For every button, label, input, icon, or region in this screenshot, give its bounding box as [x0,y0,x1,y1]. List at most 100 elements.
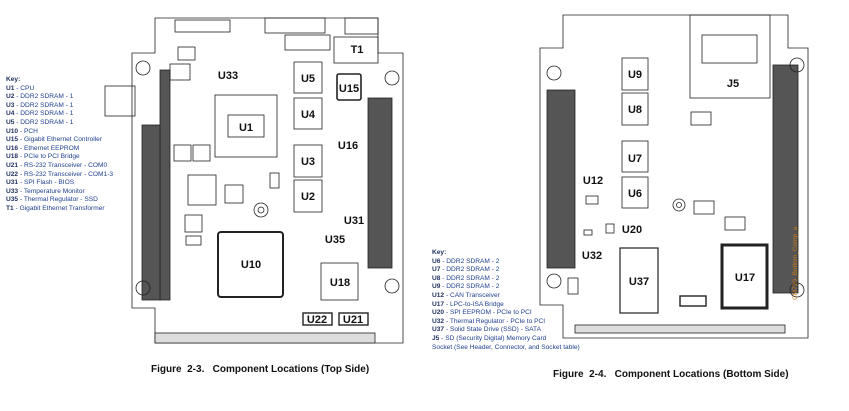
component-label-u15: U15 [339,83,359,95]
key-ref: J5 [432,334,440,342]
key-item: U9 - DDR2 SDRAM - 2 [432,283,580,292]
component-label-u2: U2 [301,191,315,203]
key-ref: U9 [432,283,441,291]
figure-2-4-caption: Figure 2-4. Component Locations (Bottom … [553,369,789,380]
component-label-u21: U21 [343,314,363,326]
key-item: U35 - Thermal Regulator - SSD [6,196,113,205]
key-ref: U8 [432,274,441,282]
bottom-side-drawing-id: CM720_Bottom_Comp_a [792,226,799,300]
component-label-u4: U4 [301,109,316,121]
key-desc: - PCIe to PCI Bridge [18,153,80,161]
key-desc: - Thermal Regulator - PCIe to PCI [444,317,546,325]
key-ref: U31 [6,179,19,187]
key-item: U5 - DDR2 SDRAM - 1 [6,119,113,128]
key-desc: - DDR2 SDRAM - 2 [440,266,500,274]
key-item: U17 - LPC-to-ISA Bridge [432,301,580,310]
key-item: U31 - SPI Flash - BIOS [6,179,113,188]
top-side-board [104,17,404,344]
key-ref: U21 [6,161,19,169]
key-desc: - DDR2 SDRAM - 1 [14,101,74,109]
key-item: U2 - DDR2 SDRAM - 1 [6,93,113,102]
key-item: T1 - Gigabit Ethernet Transformer [6,205,113,214]
key-ref: U17 [432,300,445,308]
key-ref: T1 [6,204,14,212]
key-desc: - DDR2 SDRAM - 2 [440,283,500,291]
key-ref: U22 [6,170,19,178]
key-desc: - DDR2 SDRAM - 2 [440,274,500,282]
key-desc: - RS-232 Transceiver - COM0 [18,161,108,169]
key-ref: U10 [6,127,19,135]
key-ref: U6 [432,257,441,265]
key-ref: U20 [432,309,445,317]
key-desc: - LPC-to-ISA Bridge [444,300,504,308]
key-desc: - DDR2 SDRAM - 1 [14,93,74,101]
key-item: U8 - DDR2 SDRAM - 2 [432,275,580,284]
key-ref: U3 [6,101,15,109]
component-label-u33: U33 [218,70,238,82]
key-desc: - CPU [14,84,35,92]
key-item: U37 - Solid State Drive (SSD) - SATA [432,326,580,335]
key-desc: - Ethernet EEPROM [18,144,80,152]
key-ref: U32 [432,317,445,325]
component-label-u1: U1 [239,122,253,134]
key-desc: - SPI Flash - BIOS [18,179,75,187]
key-desc: - Gigabit Ethernet Transformer [13,204,105,212]
component-label-u22: U22 [307,314,327,326]
key-item: U3 - DDR2 SDRAM - 1 [6,102,113,111]
component-label-j5: J5 [727,78,739,90]
key-desc: - Solid State Drive (SSD) - SATA [444,326,541,334]
key-item: U21 - RS-232 Transceiver - COM0 [6,162,113,171]
component-label-u37: U37 [629,276,649,288]
key-item: U1 - CPU [6,85,113,94]
key-ref: U1 [6,84,15,92]
component-label-u20: U20 [622,224,642,236]
component-label-t1: T1 [351,44,364,56]
key-desc: - PCH [18,127,38,135]
key-desc: - DDR2 SDRAM - 1 [14,118,74,126]
key-item: U7 - DDR2 SDRAM - 2 [432,266,580,275]
key-ref: U2 [6,93,15,101]
key-desc: - SPI EEPROM - PCIe to PCI [444,309,532,317]
component-label-u7: U7 [628,153,642,165]
key-desc: - DDR2 SDRAM - 1 [14,110,74,118]
component-label-u35: U35 [325,234,345,246]
key-ref: U4 [6,110,15,118]
key-item: U4 - DDR2 SDRAM - 1 [6,110,113,119]
key-item: U15 - Gigabit Ethernet Controller [6,136,113,145]
key-ref: U35 [6,196,19,204]
key-desc: - RS-232 Transceiver - COM1-3 [18,170,114,178]
component-label-u8: U8 [628,104,642,116]
key-ref: U7 [432,266,441,274]
key-item: J5 - SD (Security Digital) Memory Card [432,335,580,344]
key-item: U16 - Ethernet EEPROM [6,145,113,154]
bottom-side-board [539,14,809,339]
component-label-u18: U18 [330,277,350,289]
component-label-u32: U32 [582,250,602,262]
key-item: U20 - SPI EEPROM - PCIe to PCI [432,309,580,318]
key-item: U32 - Thermal Regulator - PCIe to PCI [432,318,580,327]
component-label-u31: U31 [344,215,364,227]
key-item: U12 - CAN Transceiver [432,292,580,301]
component-label-u10: U10 [241,259,261,271]
component-label-u12: U12 [583,175,603,187]
component-label-u17: U17 [735,272,755,284]
key-desc: - CAN Transceiver [444,291,500,299]
key-item: U6 - DDR2 SDRAM - 2 [432,258,580,267]
component-label-u5: U5 [301,73,315,85]
component-label-u3: U3 [301,156,315,168]
key-note: Socket (See Header, Connector, and Socke… [432,343,580,351]
key-ref: U18 [6,153,19,161]
component-label-u6: U6 [628,188,642,200]
key-item: U33 - Temperature Monitor [6,188,113,197]
key-ref: U33 [6,187,19,195]
key-item: U10 - PCH [6,128,113,137]
key-ref: U16 [6,144,19,152]
component-label-u9: U9 [628,69,642,81]
key-desc: - Gigabit Ethernet Controller [18,136,103,144]
key-title: Key: [6,76,21,83]
key-item: U18 - PCIe to PCI Bridge [6,153,113,162]
